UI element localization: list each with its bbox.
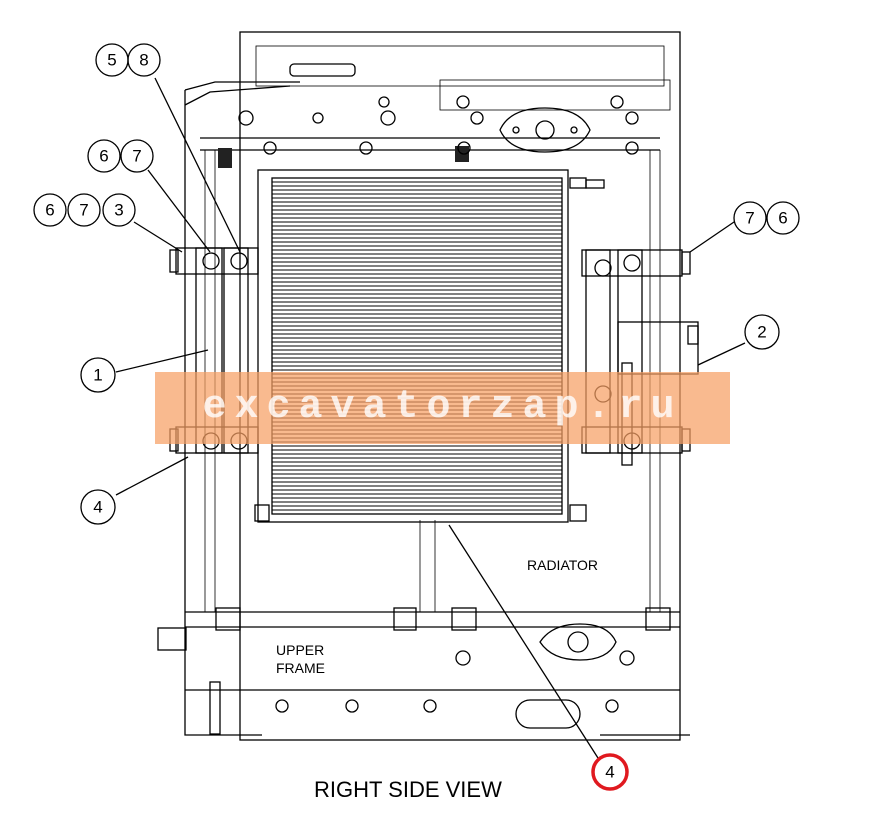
- svg-text:6: 6: [99, 147, 108, 166]
- svg-text:6: 6: [778, 209, 787, 228]
- svg-text:5: 5: [107, 51, 116, 70]
- svg-text:6: 6: [45, 201, 54, 220]
- callout-4-left: 4: [80, 489, 116, 525]
- callout-8: 8: [127, 43, 161, 77]
- svg-text:1: 1: [93, 366, 102, 385]
- callout-5: 5: [95, 43, 129, 77]
- svg-text:4: 4: [605, 763, 614, 782]
- leader-lines: [115, 77, 746, 759]
- watermark-text: excavatorzap.ru: [202, 385, 683, 430]
- svg-text:7: 7: [745, 209, 754, 228]
- callout-7-right: 7: [733, 201, 767, 235]
- upper-frame-label-line2: FRAME: [276, 660, 325, 676]
- callout-1: 1: [80, 357, 116, 393]
- radiator-fins: [272, 181, 562, 511]
- callout-3: 3: [102, 193, 136, 227]
- upper-frame-label-line1: UPPER: [276, 642, 324, 658]
- svg-text:2: 2: [757, 323, 766, 342]
- callout-7-upper: 7: [120, 139, 154, 173]
- top-mounting-holes: [238, 95, 639, 153]
- callout-6-middle: 6: [33, 193, 67, 227]
- svg-text:7: 7: [79, 201, 88, 220]
- watermark-band: [155, 372, 730, 444]
- top-clips: [218, 141, 639, 168]
- callout-2: 2: [744, 314, 780, 350]
- upper-frame: [157, 607, 680, 735]
- view-title: RIGHT SIDE VIEW: [314, 777, 502, 802]
- callout-4-highlighted: 4: [591, 753, 629, 791]
- radiator-label: RADIATOR: [527, 557, 598, 573]
- radiator-core: [254, 169, 605, 523]
- callout-6-upper: 6: [87, 139, 121, 173]
- svg-text:3: 3: [114, 201, 123, 220]
- svg-text:8: 8: [139, 51, 148, 70]
- svg-text:4: 4: [93, 498, 102, 517]
- svg-text:7: 7: [132, 147, 141, 166]
- callout-6-right: 6: [766, 201, 800, 235]
- callout-7-middle: 7: [67, 193, 101, 227]
